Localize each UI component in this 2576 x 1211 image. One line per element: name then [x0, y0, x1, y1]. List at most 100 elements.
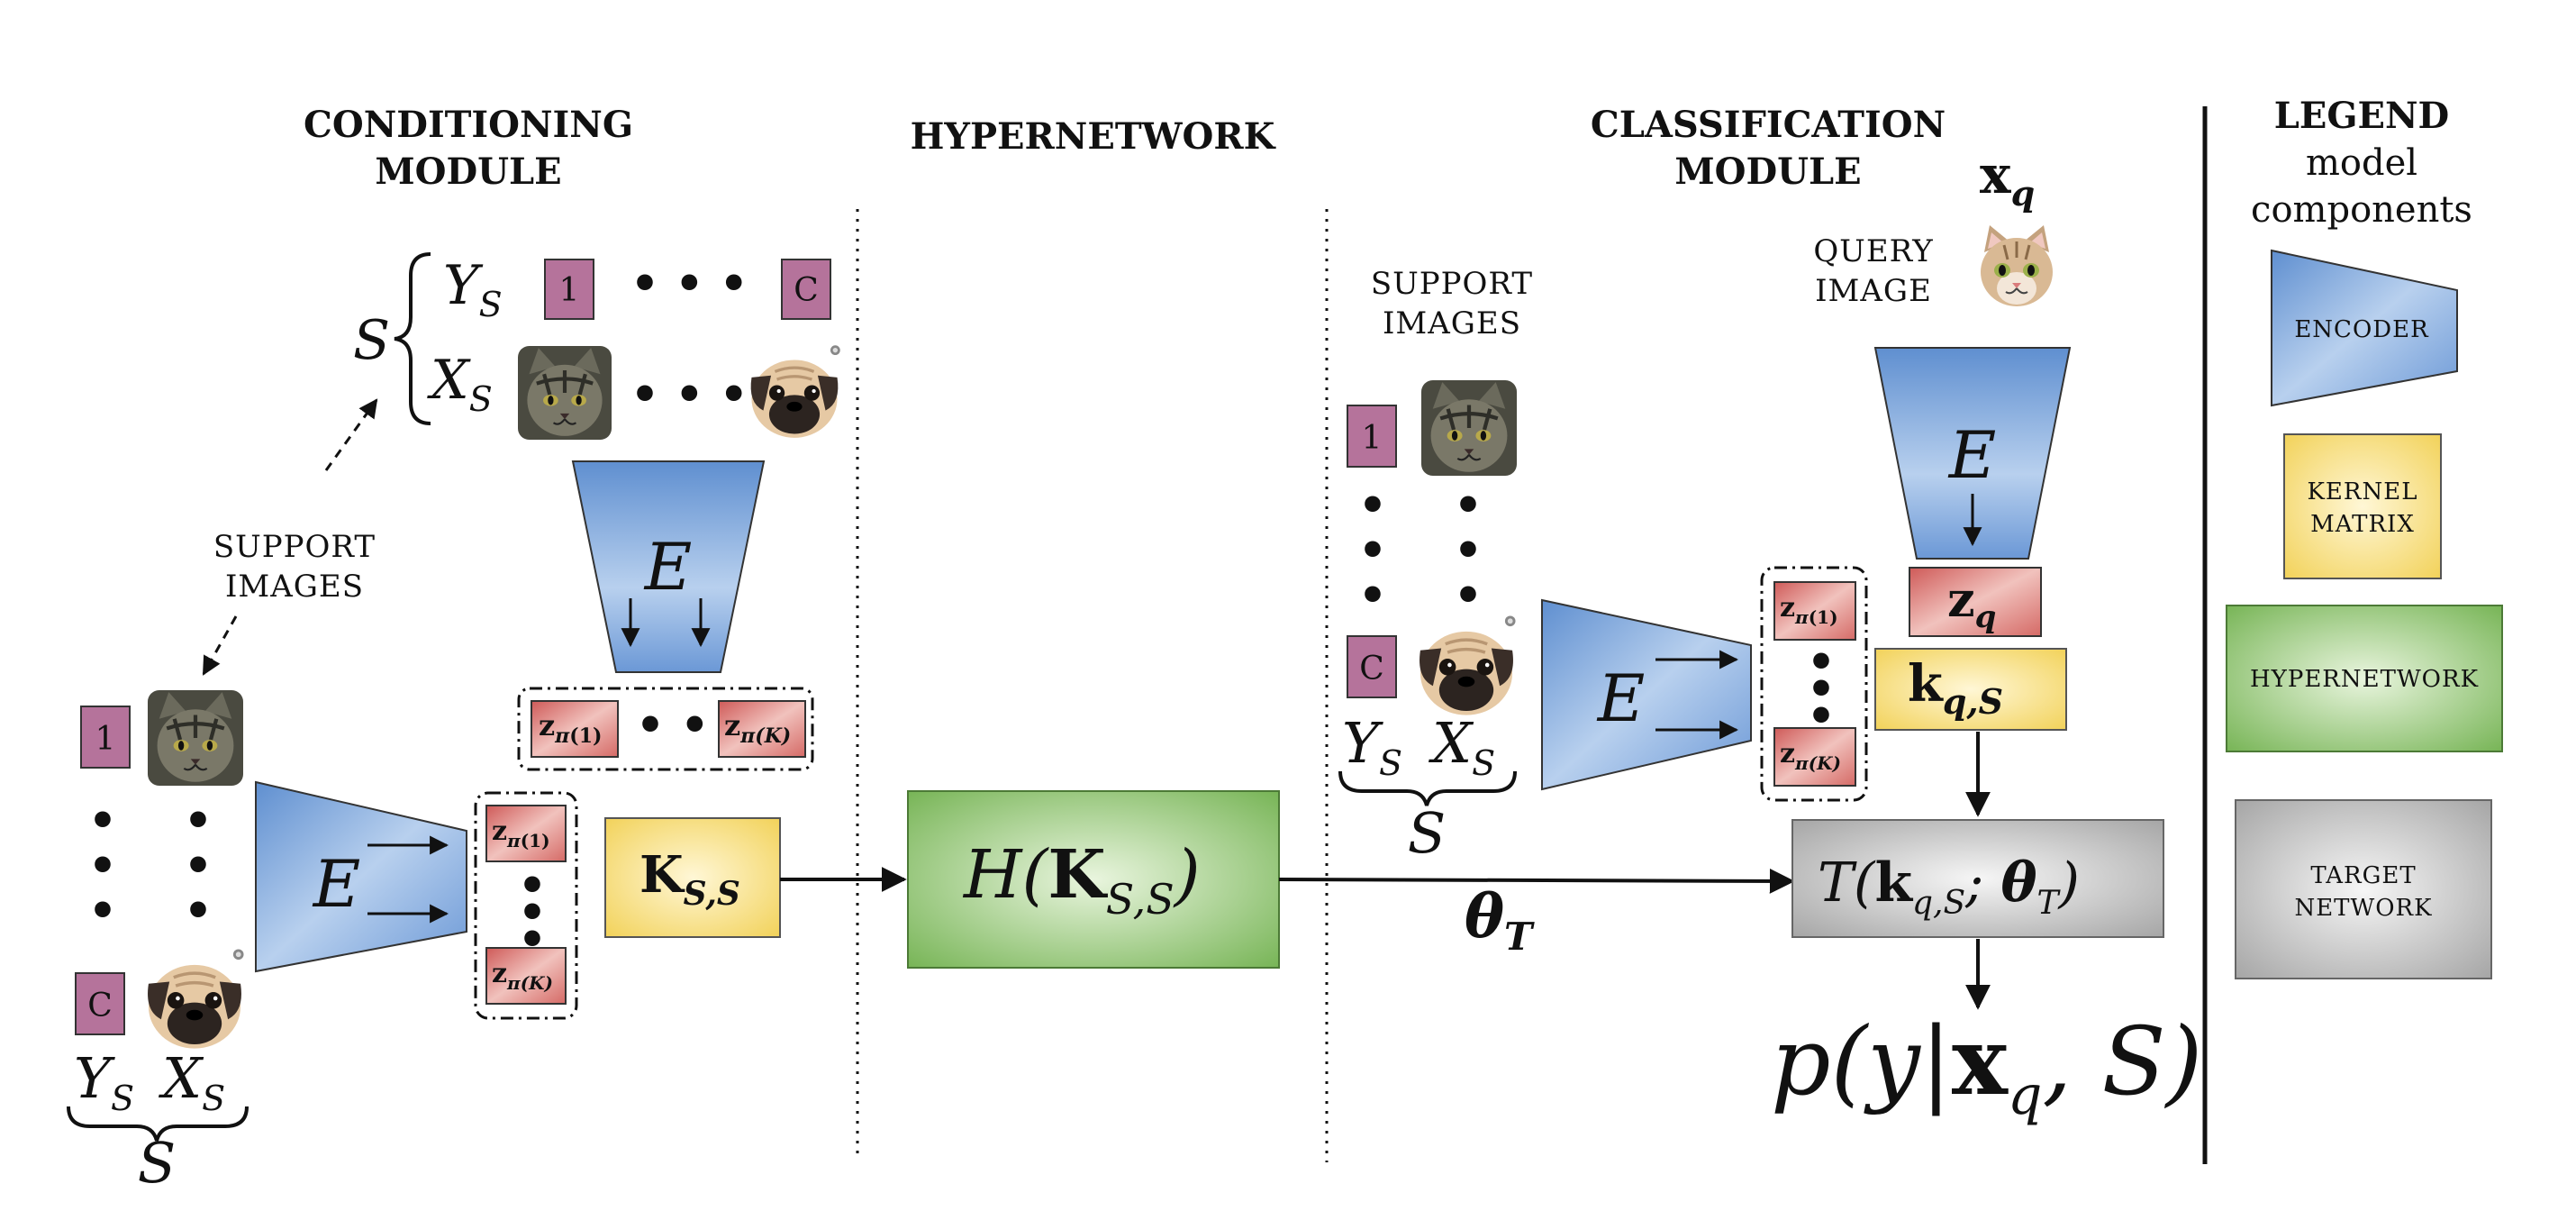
dots-icon: •	[1454, 479, 1483, 532]
embedding-box	[485, 805, 567, 862]
dots-icon: •	[1807, 636, 1836, 688]
section-headers: CONDITIONING MODULE HYPERNETWORK CLASSIF…	[304, 104, 1946, 193]
support-set-left: 1 • • • • • • C YS XS S	[67, 690, 249, 1196]
legend-target-label-line1: TARGET	[2310, 862, 2416, 889]
embedding-label: zπ(1)	[539, 708, 602, 748]
encoder-query: E	[1873, 347, 2072, 560]
embeddings-row-top: zπ(1) • • • zπ(K)	[517, 687, 814, 771]
legend: LEGEND model components ENCODER KERNEL M…	[2226, 95, 2503, 979]
ellipsis-icon: • • •	[630, 258, 748, 310]
class-box-c-label: C	[794, 272, 819, 309]
query-image-label-line2: IMAGE	[1815, 273, 1932, 309]
support-images-label-line2: IMAGES	[1383, 305, 1521, 341]
target-formula: T(kq,S; θT)	[1818, 851, 2080, 922]
theta-label: θT	[1465, 881, 1535, 959]
embedding-box	[531, 700, 619, 758]
encoder-conditioning-left: E	[255, 780, 467, 973]
hypernetwork-header: HYPERNETWORK	[911, 115, 1276, 158]
cat-image	[518, 346, 612, 440]
support-images-label-line1: SUPPORT	[213, 529, 376, 565]
encoder-label: E	[643, 529, 693, 605]
embedding-label: zπ(K)	[492, 958, 553, 994]
legend-encoder-swatch	[2271, 249, 2458, 407]
class-box-c	[75, 972, 125, 1035]
legend-kernel-label-line1: KERNEL	[2308, 478, 2418, 505]
class-box-1-label: 1	[559, 272, 580, 309]
class-box-1	[80, 706, 131, 769]
embedding-box	[718, 700, 806, 758]
embedding-box	[1773, 727, 1856, 787]
encoder-conditioning-top: E	[571, 460, 766, 673]
cat-image	[148, 690, 243, 786]
ys-label: YS	[1342, 710, 1402, 783]
embedding-label: zπ(K)	[1780, 738, 1841, 774]
support-set-right: 1 • • • • • • C YS XS S	[1338, 380, 1519, 866]
set-s-label: S	[138, 1130, 176, 1196]
embedding-label: zπ(1)	[492, 815, 550, 851]
conditioning-header-line1: CONDITIONING	[304, 104, 633, 146]
dots-icon: •	[1358, 479, 1387, 532]
support-images-label-line1: SUPPORT	[1371, 266, 1533, 302]
dots-icon: •	[184, 795, 213, 847]
support-images-label-line2: IMAGES	[225, 569, 364, 605]
brace-icon	[1338, 770, 1517, 806]
hypernetwork-box: H(KS,S)	[907, 790, 1280, 969]
ys-label: YS	[74, 1045, 134, 1118]
support-set-top: S YS XS 1 • • • C • • •	[353, 252, 843, 440]
brace-icon	[394, 252, 431, 425]
query-cat-image	[1970, 222, 2064, 312]
arrow-to-target	[1278, 868, 1795, 894]
encoder-label: E	[1596, 660, 1646, 736]
target-network-box: T(kq,S; θT)	[1791, 819, 2164, 938]
output-probability: p(y|xq, S)	[1771, 1006, 2202, 1127]
xs-label: XS	[1429, 710, 1495, 783]
dashed-arrow-up	[324, 398, 378, 471]
dots-icon: •	[1454, 524, 1483, 577]
class-box-1-label: 1	[1362, 420, 1383, 457]
legend-encoder-label: ENCODER	[2294, 316, 2429, 343]
legend-hypernetwork-swatch	[2226, 605, 2503, 752]
dots-icon: •	[184, 885, 213, 937]
set-s-label: S	[353, 309, 390, 372]
class-box-c	[781, 259, 831, 320]
hypernetwork-formula: H(KS,S)	[962, 836, 1201, 924]
class-box-c-label: C	[87, 988, 113, 1024]
dots-icon: •	[88, 885, 117, 937]
query-kernel-box: kq,S	[1874, 648, 2067, 731]
embeddings-column-right: zπ(1) • • • zπ(K)	[1760, 566, 1868, 802]
embedding-box	[1773, 581, 1856, 641]
encoder-classification-left: E	[1541, 598, 1752, 791]
set-s-label: S	[1408, 800, 1446, 866]
dots-icon: •	[184, 840, 213, 892]
classification-header-line1: CLASSIFICATION	[1591, 104, 1946, 146]
encoder-label: E	[1947, 417, 1997, 493]
pug-image	[142, 946, 247, 1051]
xs-label: XS	[159, 1045, 225, 1118]
query-image-label-line1: QUERY	[1813, 233, 1933, 269]
kq-label: kq,S	[1908, 654, 2003, 722]
xq-label: xq	[1980, 144, 2035, 214]
class-box-1-label: 1	[95, 721, 116, 758]
cat-image	[1421, 380, 1517, 476]
legend-subtitle-line2: components	[2251, 189, 2472, 231]
zq-label: zq	[1947, 570, 1996, 635]
conditioning-header-line2: MODULE	[375, 150, 561, 193]
brace-icon	[67, 1106, 249, 1142]
class-box-1	[544, 259, 594, 320]
legend-kernel-label-line2: MATRIX	[2310, 511, 2415, 538]
legend-hypernetwork-label: HYPERNETWORK	[2250, 666, 2479, 693]
dots-icon: •	[1807, 663, 1836, 715]
pug-image	[746, 342, 843, 440]
legend-target-swatch	[2235, 799, 2492, 979]
kernel-label: KS,S	[639, 845, 740, 913]
dots-icon: •	[518, 887, 547, 939]
encoder-label: E	[312, 846, 361, 922]
dots-icon: •	[88, 840, 117, 892]
kernel-matrix-box: KS,S	[604, 817, 781, 938]
legend-title: LEGEND	[2274, 95, 2450, 137]
ys-label: YS	[443, 254, 503, 324]
embedding-box	[485, 947, 567, 1005]
embedding-label: zπ(1)	[1780, 592, 1838, 628]
ellipsis-icon: • • •	[630, 369, 748, 421]
